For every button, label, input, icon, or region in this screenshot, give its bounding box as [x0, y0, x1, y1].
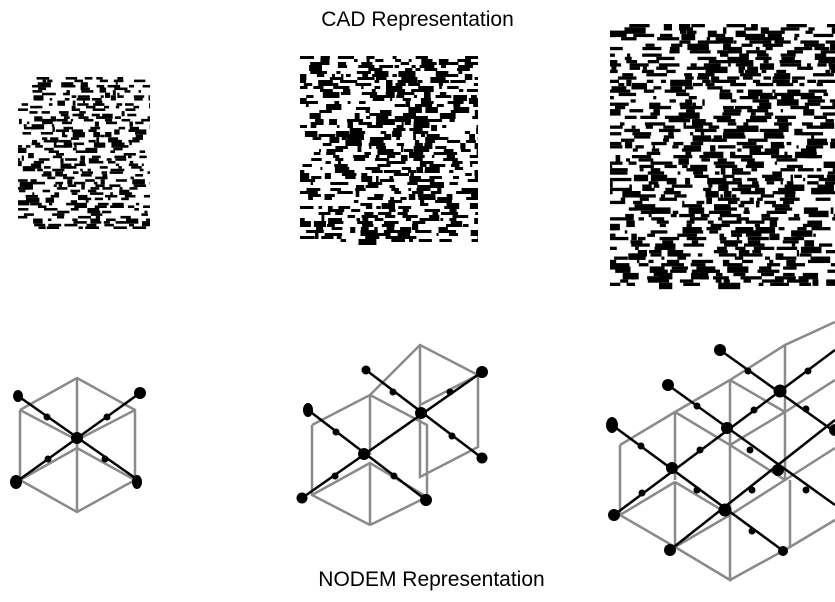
nodem-representation-title: NODEM Representation: [318, 568, 545, 591]
cad-representation-title: CAD Representation: [321, 8, 514, 31]
cad-matrix-medium: [300, 56, 478, 245]
cad-matrix-large: [610, 24, 835, 290]
nodem-lattice-medium: [296, 343, 488, 527]
nodem-lattice-small: [10, 376, 146, 514]
nodem-lattice-large: [606, 320, 835, 583]
cad-matrix-small: [18, 77, 150, 229]
